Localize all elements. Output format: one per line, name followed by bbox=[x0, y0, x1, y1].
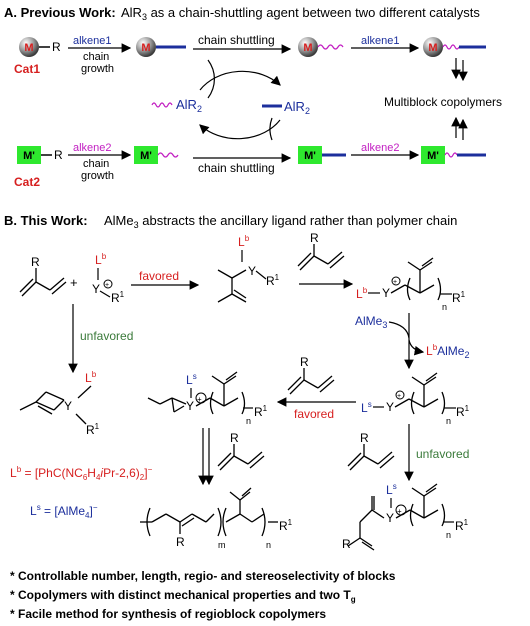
section-b-label: B. This Work: bbox=[4, 213, 88, 228]
r1-label-7: R1 bbox=[455, 518, 469, 533]
metal-ball-magenta-chain: M bbox=[298, 37, 344, 57]
metal-square-block-chain: M' bbox=[421, 146, 486, 164]
almeme3-label: AlMe3 bbox=[355, 314, 387, 330]
cat1-metal-ball: M bbox=[19, 37, 39, 57]
multiblock-label: Multiblock copolymers bbox=[384, 95, 502, 109]
unfavored-label-2: unfavored bbox=[416, 447, 469, 461]
ls-label-2: Ls bbox=[186, 372, 197, 387]
bullet-2: * Copolymers with distinct mechanical pr… bbox=[10, 588, 356, 604]
y-label-7: Y bbox=[386, 511, 394, 525]
isoprene-monomer bbox=[19, 268, 67, 297]
svg-text:M': M' bbox=[23, 150, 35, 162]
n-label-2: n bbox=[446, 416, 451, 426]
lb-label-2: Lb bbox=[238, 234, 250, 249]
cat1-label: Cat1 bbox=[14, 62, 40, 76]
n-label-1: n bbox=[442, 302, 447, 312]
r-label: R bbox=[52, 40, 61, 54]
magenta-chain bbox=[151, 102, 173, 108]
r1-label-3: R1 bbox=[452, 290, 466, 305]
svg-text:+: + bbox=[105, 282, 109, 289]
bullet-1: * Controllable number, length, regio- an… bbox=[10, 569, 396, 583]
alr2-left: AlR2 bbox=[176, 97, 202, 114]
r1-label-8: R1 bbox=[279, 518, 293, 533]
y-label-3: Y bbox=[382, 286, 390, 300]
ls-label-1: Ls bbox=[361, 400, 372, 415]
svg-text:M: M bbox=[24, 42, 33, 54]
svg-text:M: M bbox=[141, 42, 150, 54]
ls-label-3: Ls bbox=[386, 482, 397, 497]
svg-text:M': M' bbox=[304, 150, 316, 162]
n-label-3: n bbox=[246, 416, 251, 426]
r-label-2: R bbox=[54, 148, 63, 162]
r1-label-4: R1 bbox=[456, 404, 470, 419]
metal-square-blue-chain: M' bbox=[298, 146, 346, 164]
bullet-3: * Facile method for synthesis of regiobl… bbox=[10, 607, 326, 621]
y-label: Y bbox=[92, 282, 100, 296]
favored-label-1: favored bbox=[139, 269, 179, 283]
r1-label-6: R1 bbox=[86, 422, 100, 437]
y-label-4: Y bbox=[386, 400, 394, 414]
regioblock-copolymer bbox=[140, 487, 278, 537]
isoprene-reagent-4 bbox=[217, 444, 265, 471]
svg-text:+: + bbox=[393, 279, 397, 286]
r-label-b6: R bbox=[230, 431, 239, 445]
r-label-b7: R bbox=[176, 535, 185, 549]
chain-shuttling-bottom: chain shuttling bbox=[198, 161, 275, 175]
y-label-5: Y bbox=[186, 399, 194, 413]
n-label-5: n bbox=[266, 540, 271, 550]
chain-label: chain bbox=[83, 51, 109, 63]
r-label-b4: R bbox=[360, 431, 369, 445]
plus-sign: + bbox=[70, 275, 78, 290]
n-label-4: n bbox=[446, 530, 451, 540]
cat2-metal-square: M' bbox=[17, 146, 41, 164]
metal-ball-blue-chain: M bbox=[136, 37, 186, 57]
svg-text:M': M' bbox=[140, 150, 152, 162]
lb-label: Lb bbox=[95, 252, 107, 267]
lb-label-4: Lb bbox=[85, 370, 97, 385]
isoprene-reagent-3 bbox=[347, 444, 395, 471]
section-a-label: A. Previous Work: bbox=[4, 5, 116, 20]
growth-label: growth bbox=[81, 63, 114, 75]
metal-square-magenta-chain: M' bbox=[134, 146, 179, 164]
r-label-b5: R bbox=[342, 537, 351, 551]
ls-definition: Ls = [AlMe4]− bbox=[30, 503, 98, 520]
r-label-b1: R bbox=[31, 255, 40, 269]
alkene1-label-2: alkene1 bbox=[361, 35, 400, 47]
lb-definition: Lb = [PhC(NC6H4iPr-2,6)2]− bbox=[10, 465, 153, 482]
m-label: m bbox=[218, 540, 226, 550]
alr2-right: AlR2 bbox=[284, 99, 310, 116]
isoprene-reagent bbox=[297, 244, 345, 271]
chain-shuttling-top: chain shuttling bbox=[198, 33, 275, 47]
unfavored-label-1: unfavored bbox=[80, 329, 133, 343]
alkene1-label: alkene1 bbox=[73, 35, 112, 47]
chain-label-2: chain bbox=[83, 158, 109, 170]
y-label-2: Y bbox=[248, 264, 256, 278]
svg-text:M: M bbox=[303, 42, 312, 54]
alkene2-label-2: alkene2 bbox=[361, 142, 400, 154]
y-label-6: Y bbox=[64, 399, 72, 413]
r1-label-5: R1 bbox=[254, 404, 268, 419]
lb-label-3: Lb bbox=[356, 286, 368, 301]
r1-label-2: R1 bbox=[266, 273, 280, 288]
favored-label-2: favored bbox=[294, 407, 334, 421]
isoprene-reagent-2 bbox=[287, 368, 335, 395]
metal-ball-block-chain: M bbox=[423, 37, 486, 57]
svg-text:+: + bbox=[397, 393, 401, 400]
svg-text:M': M' bbox=[427, 150, 439, 162]
lbalme2-label: LbAlMe2 bbox=[426, 343, 470, 360]
alkene2-label: alkene2 bbox=[73, 142, 112, 154]
growth-label-2: growth bbox=[81, 170, 114, 182]
svg-text:+: + bbox=[397, 507, 402, 516]
cat2-label: Cat2 bbox=[14, 175, 40, 189]
r1-label: R1 bbox=[111, 290, 125, 305]
svg-text:M: M bbox=[428, 42, 437, 54]
r-label-b2: R bbox=[310, 231, 319, 245]
section-b-title: AlMe3 abstracts the ancillary ligand rat… bbox=[104, 213, 457, 230]
r-label-b3: R bbox=[300, 355, 309, 369]
section-a-title: AlR3 as a chain-shuttling agent between … bbox=[121, 5, 480, 22]
svg-text:+: + bbox=[197, 395, 202, 404]
